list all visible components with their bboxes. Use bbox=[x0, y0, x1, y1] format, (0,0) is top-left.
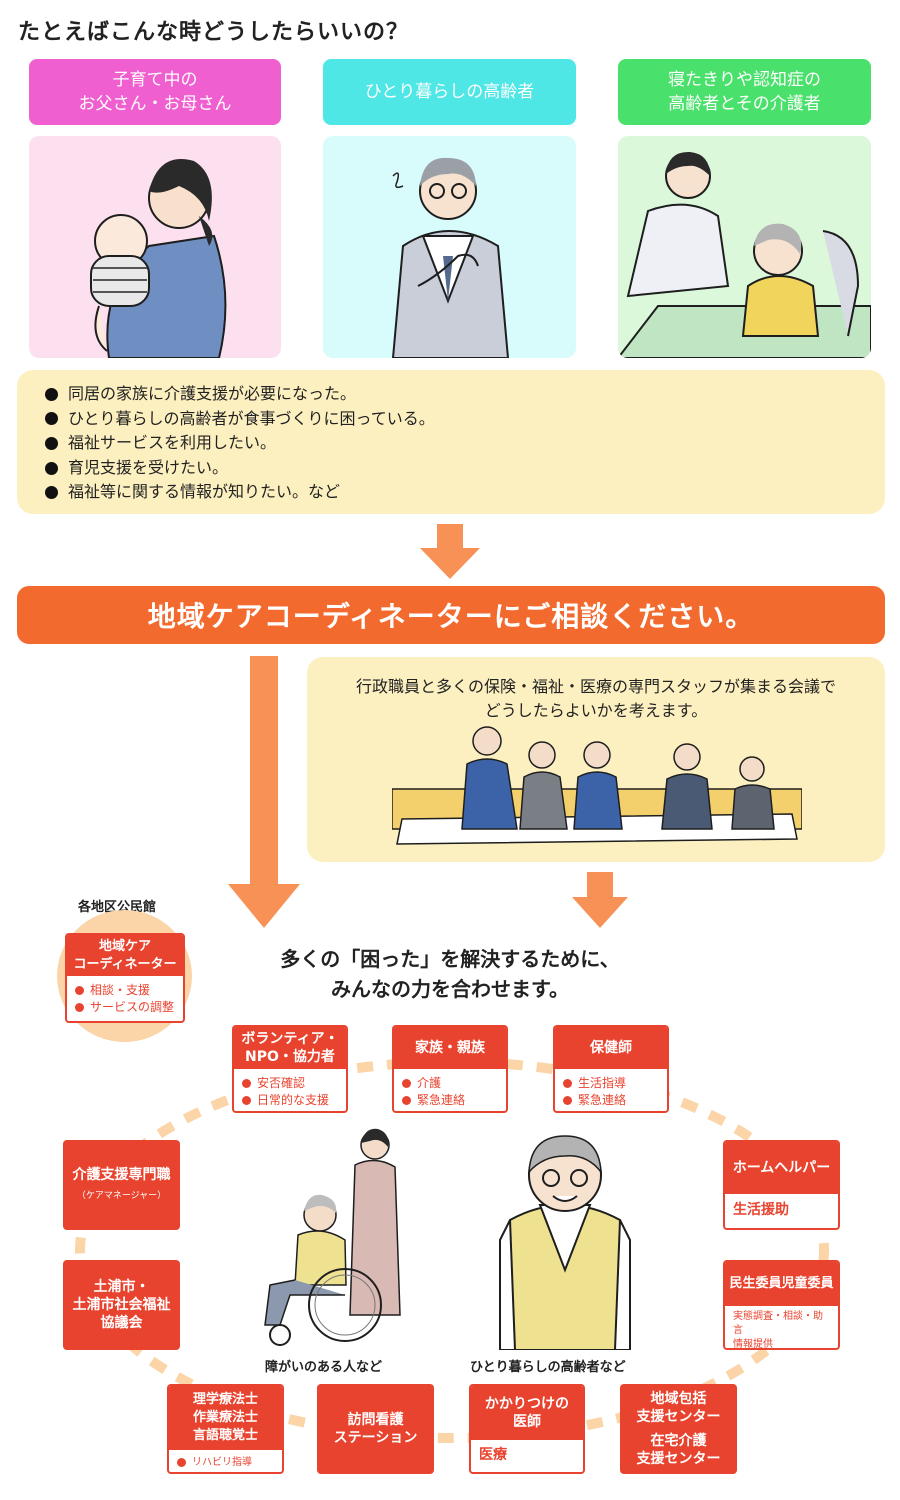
example-item: 福祉サービスを利用したい。 bbox=[45, 431, 857, 456]
family-item: 介護 bbox=[402, 1075, 500, 1092]
volunteer-box: ボランティア・ NPO・協力者 安否確認 日常的な支援 bbox=[232, 1025, 348, 1113]
comprehensive-support-center-box: 地域包括 支援センター 在宅介護 支援センター bbox=[620, 1384, 737, 1474]
family-doctor-box: かかりつけの 医師 医療 bbox=[469, 1384, 585, 1474]
home-care-center-title: 在宅介護 支援センター bbox=[636, 1433, 721, 1467]
meeting-illustration bbox=[392, 726, 802, 845]
care-manager-box: 介護支援専門職 （ケアマネージャー） bbox=[63, 1140, 180, 1230]
elderly-man-smiling-illustration bbox=[499, 1135, 631, 1350]
visiting-nurse-station-box: 訪問看護 ステーション bbox=[317, 1384, 434, 1474]
commissioner-body: 実態調査・相談・助言 情報提供 bbox=[733, 1311, 823, 1350]
nurse-item: 緊急連絡 bbox=[563, 1092, 661, 1109]
examples-box: 同居の家族に介護支援が必要になった。 ひとり暮らしの高齢者が食事づくりに困ってい… bbox=[17, 370, 885, 514]
public-health-nurse-box: 保健師 生活指導 緊急連絡 bbox=[553, 1025, 669, 1113]
coordinator-item: サービスの調整 bbox=[75, 999, 177, 1016]
example-item: ひとり暮らしの高齢者が食事づくりに困っている。 bbox=[45, 407, 857, 432]
city-welfare-council-box: 土浦市・ 土浦市社会福祉 協議会 bbox=[63, 1260, 180, 1350]
support-center-title: 地域包括 支援センター bbox=[636, 1391, 721, 1425]
helper-body: 生活援助 bbox=[733, 1202, 789, 1218]
arrow-down-icon bbox=[572, 872, 628, 928]
therapist-item: リハビリ指導 bbox=[177, 1454, 276, 1471]
category-caregivers-header: 寝たきりや認知症の 高齢者とその介護者 bbox=[618, 59, 871, 125]
doctor-body: 医療 bbox=[479, 1447, 507, 1463]
welfare-commissioner-box: 民生委員児童委員 実態調査・相談・助言 情報提供 bbox=[723, 1260, 840, 1350]
family-title: 家族・親族 bbox=[394, 1027, 506, 1069]
home-helper-box: ホームヘルパー 生活援助 bbox=[723, 1140, 840, 1230]
arrow-down-icon bbox=[420, 524, 480, 579]
therapist-title: 理学療法士 作業療法士 言語聴覚士 bbox=[169, 1386, 282, 1450]
coordinator-title: 地域ケア コーディネーター bbox=[67, 935, 183, 976]
helper-title: ホームヘルパー bbox=[725, 1142, 838, 1194]
coordinator-item: 相談・支援 bbox=[75, 982, 177, 999]
nurse-title: 保健師 bbox=[555, 1027, 667, 1069]
care-manager-sub: （ケアマネージャー） bbox=[76, 1190, 167, 1201]
wheelchair-user-and-caregiver-illustration bbox=[264, 1128, 401, 1346]
category-elderly-alone-header: ひとり暮らしの高齢者 bbox=[323, 59, 576, 125]
example-item: 同居の家族に介護支援が必要になった。 bbox=[45, 382, 857, 407]
arrow-down-icon bbox=[228, 656, 300, 928]
category-parents-header: 子育て中の お父さん・お母さん bbox=[29, 59, 281, 125]
meeting-description: 行政職員と多くの保険・福祉・医療の専門スタッフが集まる会議で どうしたらよいかを… bbox=[355, 677, 836, 720]
therapist-box: 理学療法士 作業療法士 言語聴覚士 リハビリ指導 bbox=[167, 1384, 284, 1474]
family-box: 家族・親族 介護 緊急連絡 bbox=[392, 1025, 508, 1113]
care-manager-title: 介護支援専門職 bbox=[72, 1166, 171, 1183]
example-item: 福祉等に関する情報が知りたい。など bbox=[45, 480, 857, 505]
volunteer-item: 安否確認 bbox=[242, 1075, 340, 1092]
example-item: 育児支援を受けたい。 bbox=[45, 456, 857, 481]
commissioner-title: 民生委員児童委員 bbox=[725, 1262, 838, 1306]
network-headline: 多くの「困った」を解決するために、 みんなの力を合わせます。 bbox=[280, 947, 620, 1001]
meeting-box: 行政職員と多くの保険・福祉・医療の専門スタッフが集まる会議で どうしたらよいかを… bbox=[307, 657, 885, 862]
coordinator-box: 地域ケア コーディネーター 相談・支援 サービスの調整 bbox=[65, 933, 185, 1023]
disabled-people-caption: 障がいのある人など bbox=[265, 1360, 383, 1375]
parent-with-baby-illustration bbox=[29, 136, 281, 358]
volunteer-item: 日常的な支援 bbox=[242, 1092, 340, 1109]
nurse-item: 生活指導 bbox=[563, 1075, 661, 1092]
family-item: 緊急連絡 bbox=[402, 1092, 500, 1109]
caregiver-and-bedridden-elderly-illustration bbox=[618, 136, 871, 358]
elderly-man-thinking-illustration bbox=[323, 136, 576, 358]
elderly-alone-caption: ひとり暮らしの高齢者など bbox=[470, 1360, 626, 1375]
volunteer-title: ボランティア・ NPO・協力者 bbox=[234, 1027, 346, 1069]
consult-banner: 地域ケアコーディネーターにご相談ください。 bbox=[17, 586, 885, 644]
doctor-title: かかりつけの 医師 bbox=[471, 1386, 583, 1440]
page-title: たとえばこんな時どうしたらいいの？ bbox=[18, 20, 410, 45]
